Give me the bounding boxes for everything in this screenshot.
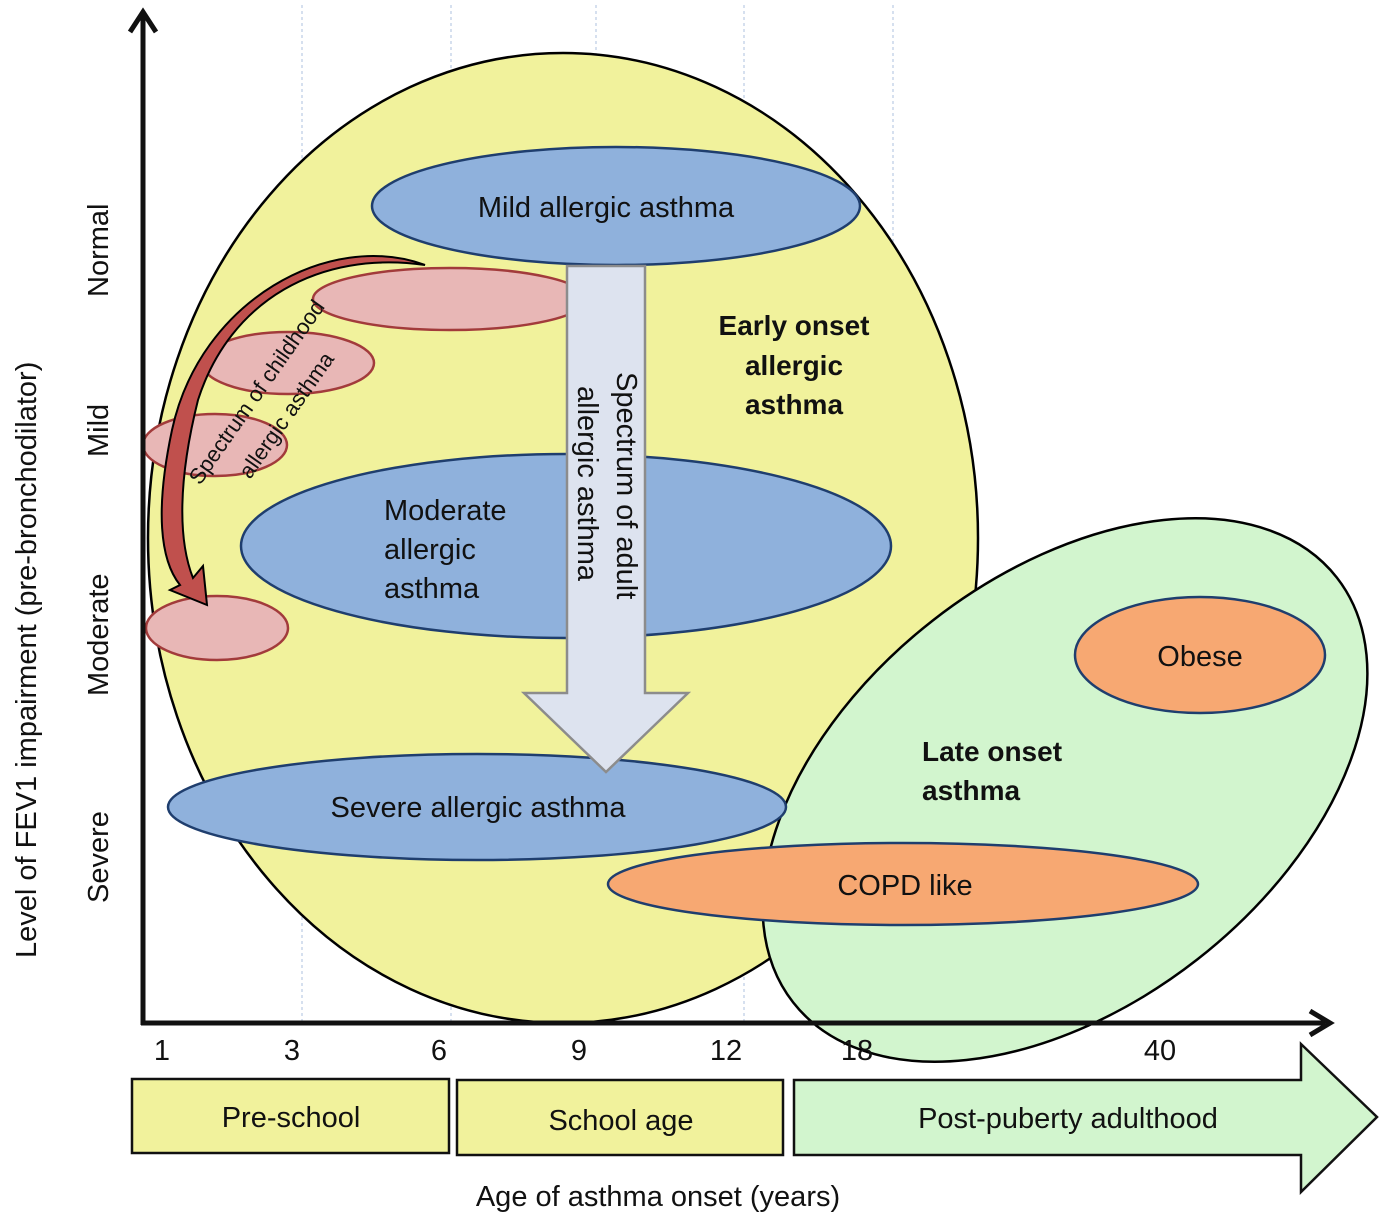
x-axis-title: Age of asthma onset (years): [476, 1181, 840, 1213]
y-level-mild: Mild: [83, 404, 115, 457]
y-axis-arrowhead: [127, 7, 159, 34]
adult-arrow-label: allergic asthma: [571, 386, 603, 582]
x-tick: 40: [1144, 1035, 1176, 1067]
x-tick: 3: [284, 1035, 300, 1067]
childhood-ellipse: [311, 266, 589, 332]
x-tick: 9: [571, 1035, 587, 1067]
x-tick: 1: [154, 1035, 170, 1067]
y-level-severe: Severe: [83, 811, 115, 903]
obese-label: Obese: [1157, 641, 1242, 673]
x-tick: 6: [431, 1035, 447, 1067]
age-band-label: Pre-school: [222, 1102, 361, 1134]
childhood-ellipse: [144, 594, 290, 662]
copd-like-ellipse: [606, 841, 1200, 927]
age-band-post-puberty: [792, 1041, 1379, 1195]
age-band-school-age: [455, 1078, 785, 1157]
moderate-allergic-label: allergic: [384, 534, 476, 566]
early-onset-title: allergic: [745, 350, 843, 381]
mild-allergic-label: Mild allergic asthma: [478, 192, 735, 224]
age-band-preschool: [130, 1077, 451, 1155]
obese-ellipse: [1073, 595, 1327, 715]
childhood-spectrum-arrow: [160, 255, 426, 607]
early-onset-title: asthma: [745, 389, 843, 420]
late-onset-title: asthma: [922, 775, 1020, 806]
age-band-label: School age: [548, 1105, 693, 1137]
severe-allergic-label: Severe allergic asthma: [331, 792, 627, 824]
severe-allergic-ellipse: [166, 752, 788, 862]
moderate-allergic-label: Moderate: [384, 495, 507, 527]
adult-arrow-label: Spectrum of adult: [610, 372, 642, 599]
x-axis-arrowhead: [1308, 1008, 1335, 1038]
copd-like-label: COPD like: [837, 870, 972, 902]
age-band-label: Post-puberty adulthood: [918, 1103, 1218, 1135]
y-axis-title: Level of FEV1 impairment (pre-bronchodil…: [11, 362, 43, 958]
y-level-normal: Normal: [83, 204, 115, 297]
moderate-allergic-label: asthma: [384, 573, 480, 605]
early-onset-title: Early onset: [719, 310, 870, 341]
x-tick: 12: [710, 1035, 742, 1067]
adult-spectrum-arrow: [520, 264, 692, 774]
late-onset-title: Late onset: [922, 736, 1062, 767]
y-level-moderate: Moderate: [83, 573, 115, 696]
x-tick: 18: [841, 1035, 873, 1067]
